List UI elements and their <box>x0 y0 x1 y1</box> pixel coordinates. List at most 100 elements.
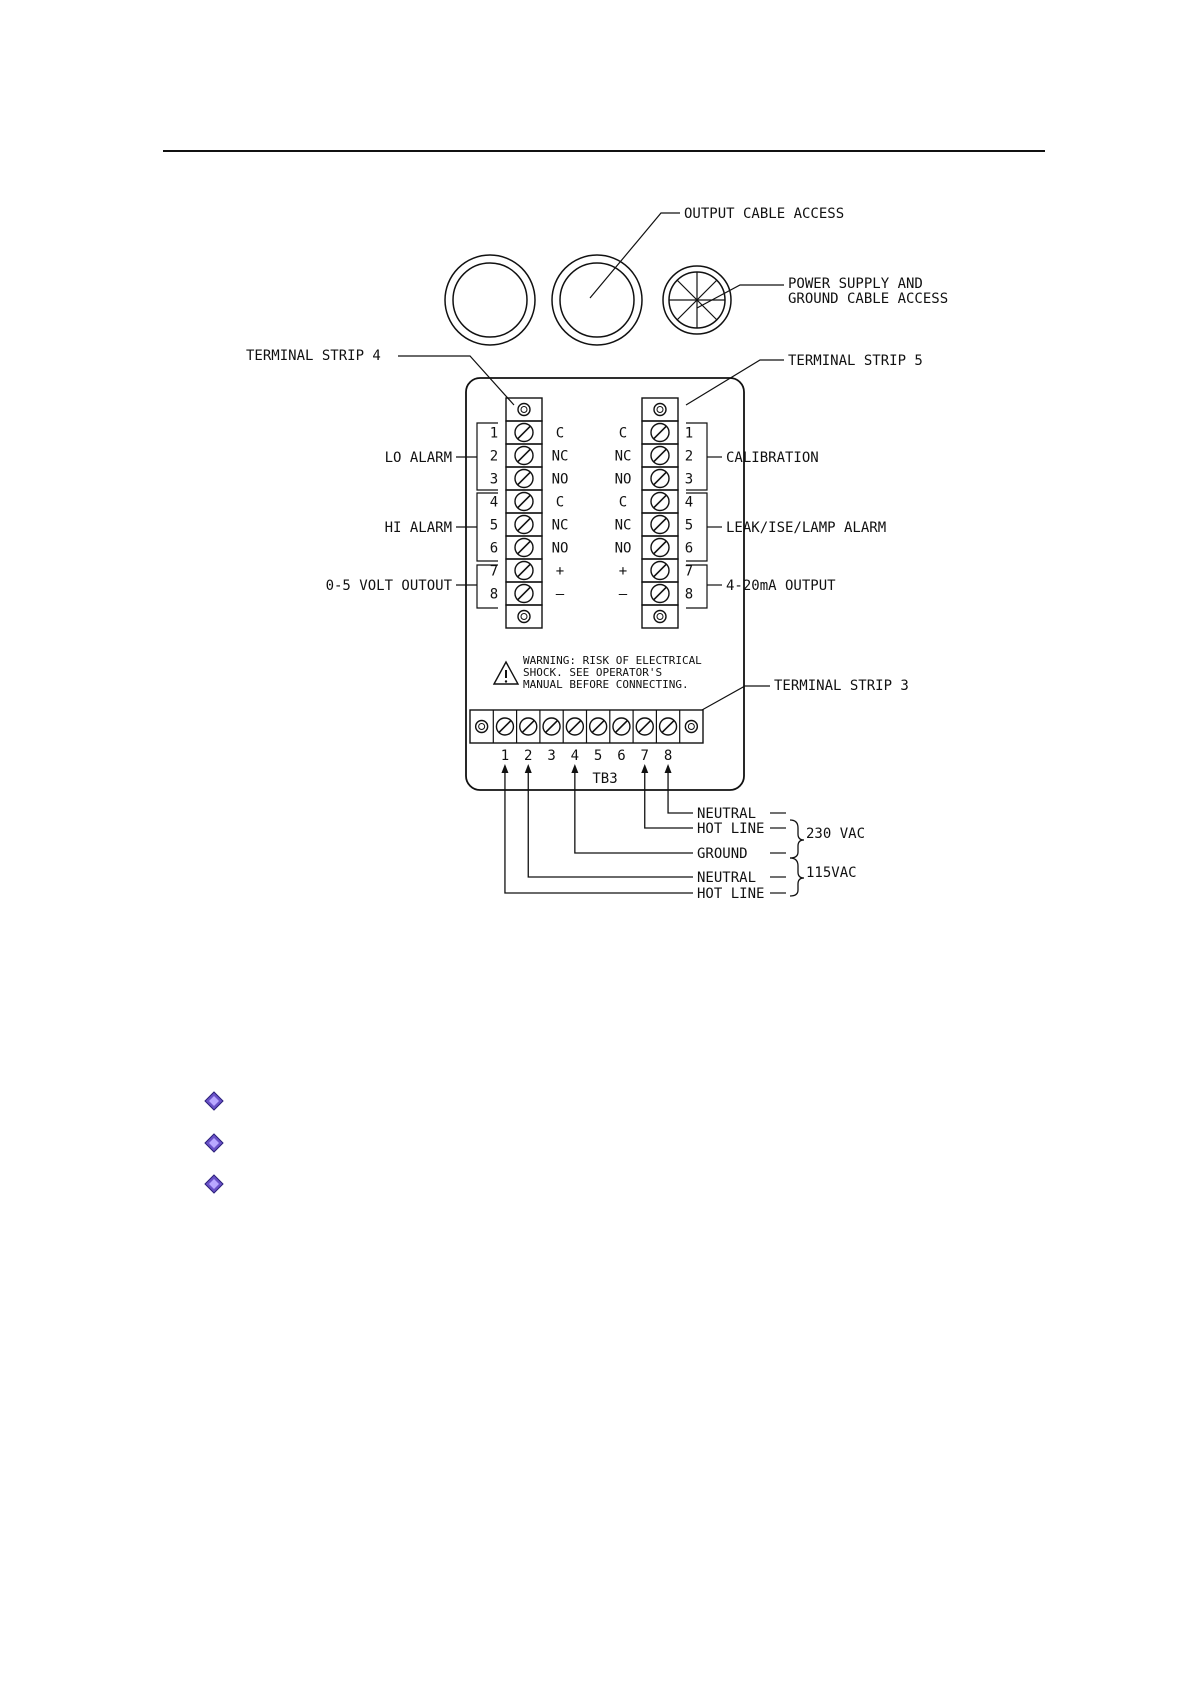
ts4-terminal-number: 5 <box>490 518 498 534</box>
label-230-vac: 230 VAC <box>806 826 865 842</box>
ts3-terminal-screw-icon <box>542 717 561 736</box>
ts3-terminal-screw-icon <box>565 717 585 736</box>
ts3-terminal-number: 6 <box>617 748 625 764</box>
ts4-terminal-number: 1 <box>490 426 498 442</box>
wire-arrow-icon <box>664 764 672 773</box>
wire-arrow-icon <box>571 764 579 773</box>
wire-neutral-115 <box>524 764 693 878</box>
enclosure <box>465 377 745 791</box>
leader-ts5 <box>685 359 784 406</box>
label-hot-line-115: HOT LINE <box>697 886 764 902</box>
ts5-mount-cell-top <box>641 397 679 422</box>
label-hi-alarm: HI ALARM <box>385 520 452 536</box>
label-output-cable-access: OUTPUT CABLE ACCESS <box>684 206 844 222</box>
label-leak-alarm: LEAK/ISE/LAMP ALARM <box>726 520 886 536</box>
ts5-terminal-number: 5 <box>685 518 693 534</box>
warning-line-2: SHOCK. SEE OPERATOR'S <box>523 666 662 679</box>
right-group-brackets <box>686 422 722 609</box>
label-volt-output: 0-5 VOLT OUTOUT <box>326 578 453 594</box>
ts5-contact-label: NC <box>615 518 632 534</box>
label-terminal-strip-3: TERMINAL STRIP 3 <box>774 678 909 694</box>
header-rule <box>163 150 1045 152</box>
ts5-terminal-number: 4 <box>685 495 693 511</box>
ts5-terminal-screw-icon <box>650 491 670 512</box>
ts4-contact-label: NO <box>552 541 569 557</box>
label-ma-output: 4-20mA OUTPUT <box>726 578 836 594</box>
ts5-mount-bottom <box>653 609 667 624</box>
brace-230 <box>789 819 805 859</box>
label-115-vac: 115VAC <box>806 865 857 881</box>
left-group-brackets <box>456 422 498 609</box>
ts4-terminal-number: 3 <box>490 472 498 488</box>
ts5-terminal-number: 7 <box>685 564 693 580</box>
brace-115 <box>789 857 805 897</box>
ts3-terminal-number: 4 <box>571 748 579 764</box>
wire-hot-230 <box>641 764 693 829</box>
ts4-terminal-screw-icon <box>514 422 534 443</box>
ts5-mount-top <box>653 402 667 417</box>
ts5-contact-label: C <box>619 426 627 442</box>
ts4-terminal-number: 4 <box>490 495 498 511</box>
cable-access-holes <box>444 254 732 346</box>
ts5-terminal-number: 1 <box>685 426 693 442</box>
cable-hole-right <box>662 265 732 335</box>
label-calibration: CALIBRATION <box>726 450 819 466</box>
ts4-contact-label: NC <box>552 449 569 465</box>
ts5-mount-cell-bottom <box>641 604 679 629</box>
wire-arrow-icon <box>524 764 532 773</box>
warning-icon <box>492 660 520 685</box>
ts4-contact-label: — <box>556 587 565 603</box>
ts4-terminal-number: 7 <box>490 564 498 580</box>
cable-hole-left <box>444 254 536 346</box>
diamond-bullet-icon <box>202 1131 226 1155</box>
ts4-mount-top <box>517 402 531 417</box>
top-callouts <box>589 212 784 309</box>
ts3-terminal-screw-icon <box>658 717 678 736</box>
diamond-bullet-icon <box>202 1089 226 1113</box>
label-lo-alarm: LO ALARM <box>385 450 452 466</box>
ts4-terminal-screw-icon <box>514 537 534 558</box>
ts5-contact-label: + <box>619 564 627 580</box>
ts4-contact-label: NO <box>552 472 569 488</box>
ts5-contact-label: C <box>619 495 627 511</box>
ts5-contact-label: NC <box>615 449 632 465</box>
ts4-terminal-screw-icon <box>514 560 534 581</box>
leader-power-supply <box>696 284 784 309</box>
ts5-contact-label: NO <box>615 472 632 488</box>
ts3-mount-right <box>684 719 699 734</box>
ts4-terminal-number: 6 <box>490 541 498 557</box>
leader-output-cable <box>589 212 680 299</box>
ts4-terminal-screw-icon <box>514 491 534 512</box>
ts3-terminal-screw-icon <box>588 717 608 736</box>
ts4-contact-label: C <box>556 426 564 442</box>
wire-hot-115 <box>501 764 693 894</box>
ts5-terminal-number: 3 <box>685 472 693 488</box>
ts5-terminal-screw-icon <box>650 537 670 558</box>
voltage-braces <box>789 819 805 897</box>
ts3-terminal-screw-icon <box>495 717 515 736</box>
label-power-supply-2: GROUND CABLE ACCESS <box>788 291 948 307</box>
label-terminal-strip-5: TERMINAL STRIP 5 <box>788 353 923 369</box>
ts5-terminal-screw-icon <box>650 583 670 604</box>
ts3-mount-left <box>474 719 489 734</box>
ts5-contact-label: NO <box>615 541 632 557</box>
ts3-terminal-number: 3 <box>547 748 555 764</box>
ts3-terminal-number: 8 <box>664 748 672 764</box>
ts3-terminal-screw-icon <box>612 717 631 736</box>
cable-hole-middle <box>551 254 643 346</box>
ts3-terminal-number: 1 <box>501 748 509 764</box>
ts4-terminal-number: 8 <box>490 587 498 603</box>
ts5-terminal-screw-icon <box>650 422 670 443</box>
ts4-terminal-screw-icon <box>514 583 534 604</box>
ts4-contact-label: + <box>556 564 564 580</box>
ts4-contact-label: C <box>556 495 564 511</box>
wire-ground <box>571 764 693 854</box>
ts3-terminal-number: 5 <box>594 748 602 764</box>
wire-neutral-230 <box>664 764 693 814</box>
ts4-terminal-screw-icon <box>514 445 534 466</box>
ts4-terminal-screw-icon <box>514 468 534 489</box>
